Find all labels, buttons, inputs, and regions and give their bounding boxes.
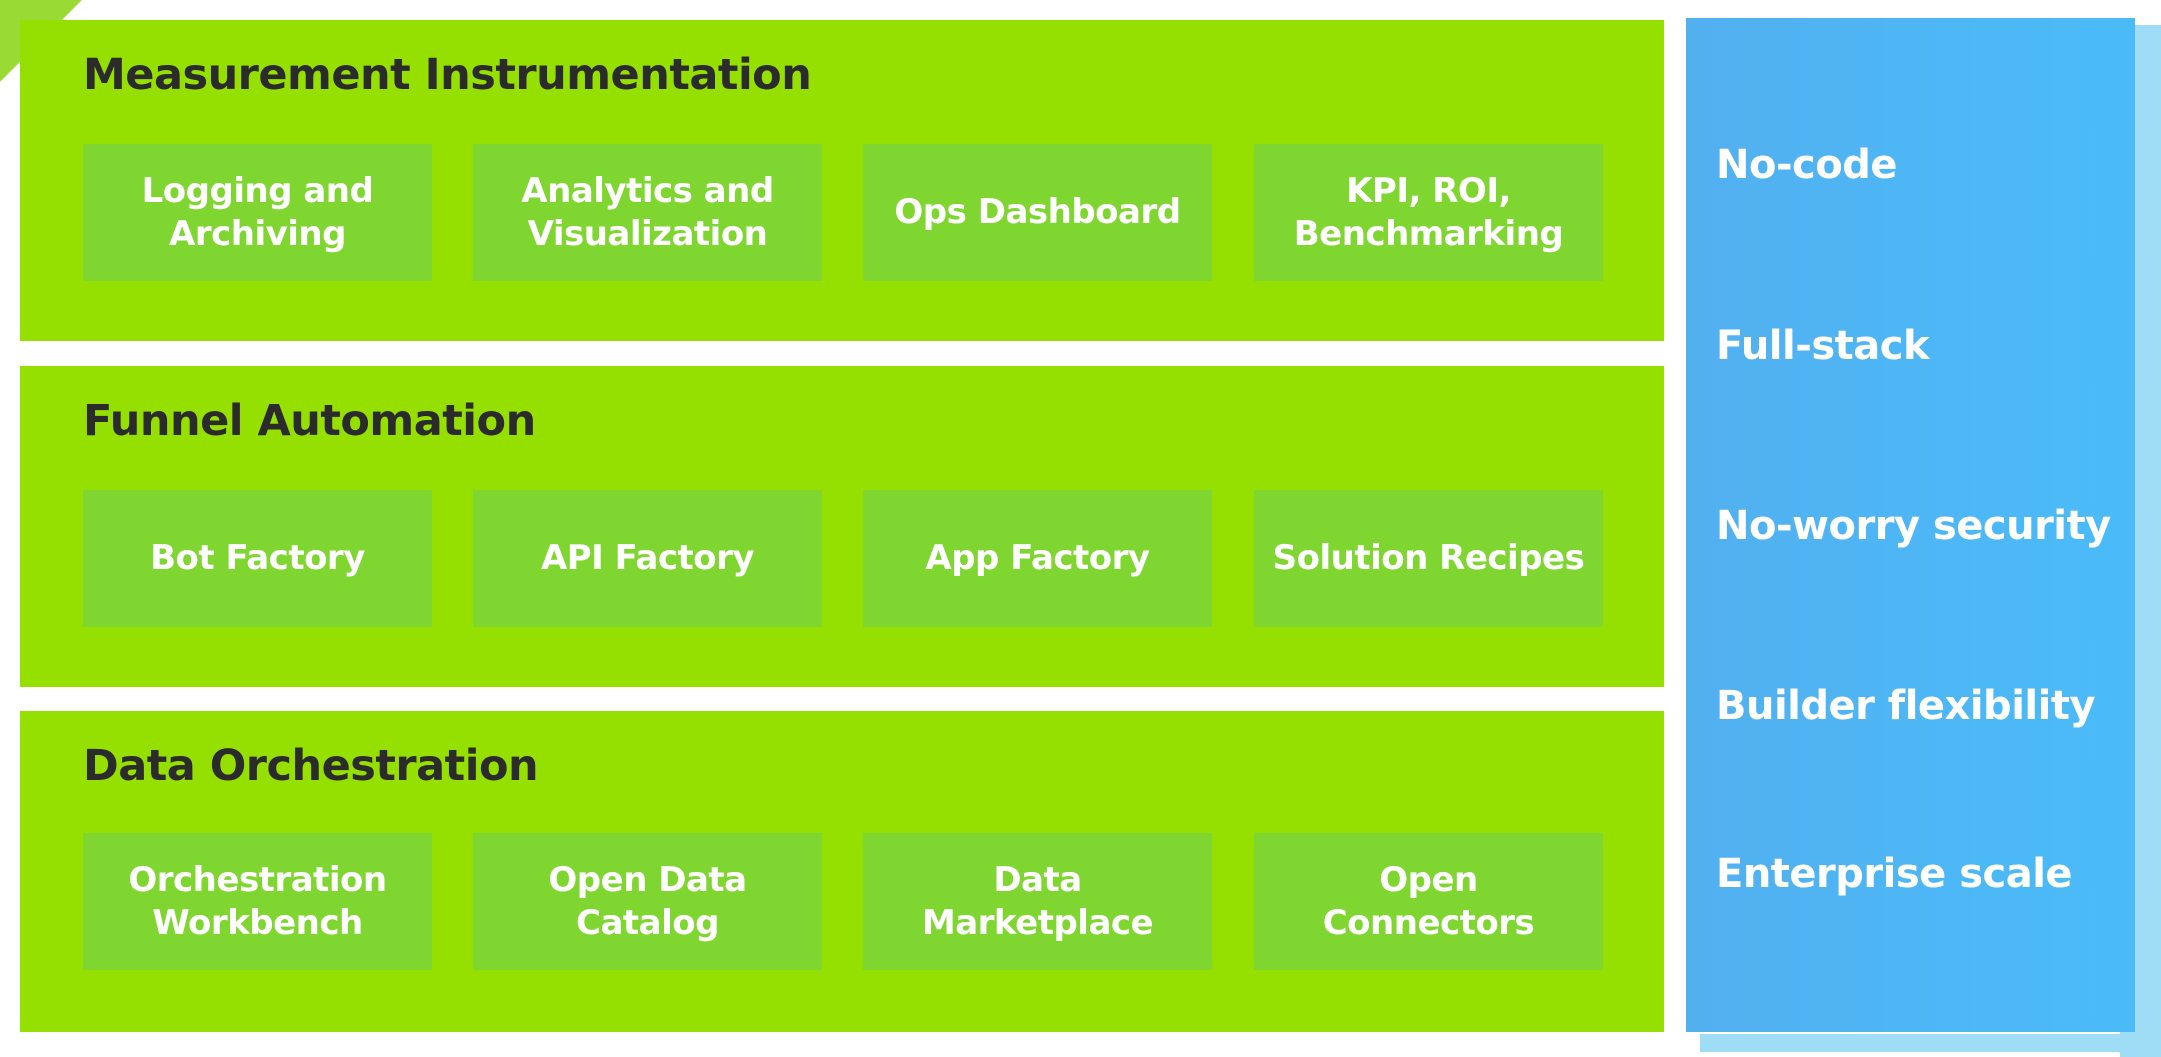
layer-title: Measurement Instrumentation (83, 50, 812, 100)
card-analytics-visualization: Analytics and Visualization (473, 144, 822, 281)
card-solution-recipes: Solution Recipes (1254, 490, 1603, 627)
card-bot-factory: Bot Factory (83, 490, 432, 627)
card-app-factory: App Factory (863, 490, 1212, 627)
card-label: Solution Recipes (1272, 538, 1585, 578)
layer-data-orchestration: Data Orchestration Orchestration Workben… (20, 711, 1664, 1032)
layer-measurement-instrumentation: Measurement Instrumentation Logging and … (20, 20, 1664, 341)
card-label: Open Data Catalog (548, 859, 747, 943)
card-label: Logging and Archiving (141, 170, 374, 254)
sidebar-plus-pattern (1686, 18, 2135, 1032)
card-label: Bot Factory (150, 538, 365, 578)
benefit-no-code: No-code (1716, 142, 1898, 188)
layer-title: Data Orchestration (83, 741, 539, 791)
benefits-sidebar: No-code Full-stack No-worry security Bui… (1686, 18, 2135, 1032)
card-ops-dashboard: Ops Dashboard (863, 144, 1212, 281)
layer-title: Funnel Automation (83, 396, 536, 446)
benefit-builder-flexibility: Builder flexibility (1716, 683, 2096, 729)
benefit-enterprise-scale: Enterprise scale (1716, 851, 2073, 897)
benefit-full-stack: Full-stack (1716, 323, 1930, 369)
layer-funnel-automation: Funnel Automation Bot Factory API Factor… (20, 366, 1664, 687)
card-logging-archiving: Logging and Archiving (83, 144, 432, 281)
card-orchestration-workbench: Orchestration Workbench (83, 833, 432, 970)
card-api-factory: API Factory (473, 490, 822, 627)
card-data-marketplace: Data Marketplace (863, 833, 1212, 970)
card-label: Analytics and Visualization (521, 170, 774, 254)
card-label: KPI, ROI, Benchmarking (1293, 170, 1564, 254)
benefit-no-worry-security: No-worry security (1716, 503, 2111, 549)
bottom-plus-pattern (1700, 1030, 2161, 1057)
card-label: Data Marketplace (921, 859, 1154, 943)
card-label: Open Connectors (1322, 859, 1535, 943)
card-open-connectors: Open Connectors (1254, 833, 1603, 970)
card-open-data-catalog: Open Data Catalog (473, 833, 822, 970)
card-label: App Factory (925, 538, 1150, 578)
card-label: Ops Dashboard (894, 192, 1181, 232)
card-label: Orchestration Workbench (128, 859, 387, 943)
card-label: API Factory (540, 538, 755, 578)
card-kpi-roi-benchmarking: KPI, ROI, Benchmarking (1254, 144, 1603, 281)
